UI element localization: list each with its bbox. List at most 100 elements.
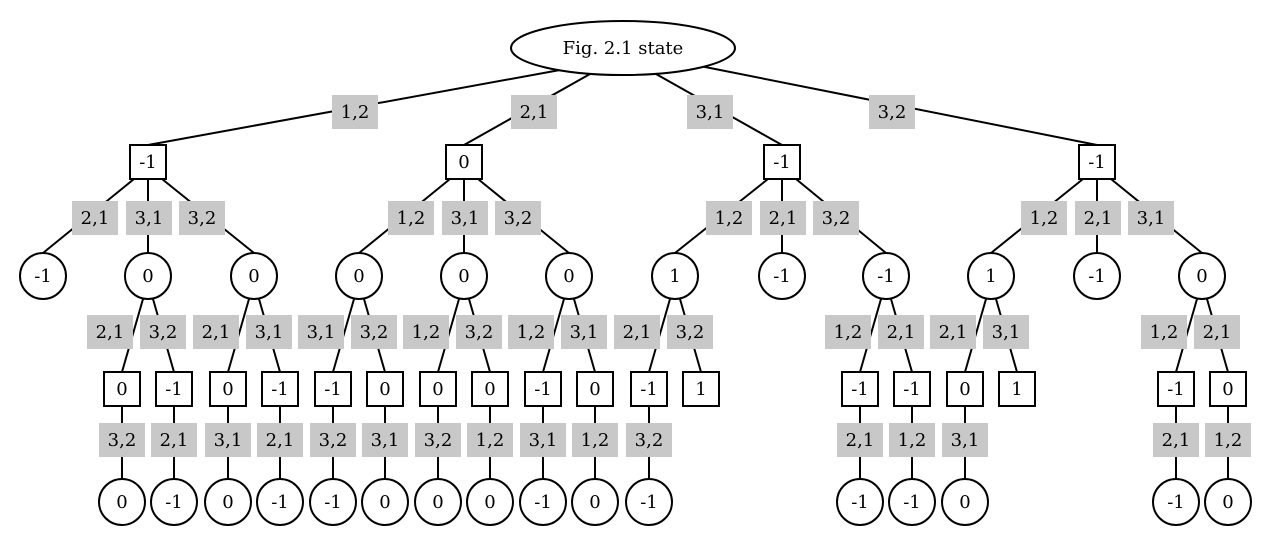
chance-node-circle: 0: [204, 478, 252, 526]
chance-node-circle: -1: [836, 478, 884, 526]
move-label: 2,1: [193, 315, 239, 349]
node-value: -1: [139, 152, 157, 173]
square-node-shape: [763, 144, 801, 180]
decision-node-square: -1: [763, 144, 801, 180]
chance-node-circle: 0: [335, 252, 383, 300]
move-label: 2,1: [1153, 423, 1199, 457]
move-label-bg: [706, 201, 752, 235]
square-node-shape: [314, 371, 352, 407]
node-value: -1: [165, 492, 183, 513]
move-label: 1,2: [467, 423, 513, 457]
chance-node-circle: 0: [941, 478, 989, 526]
move-label-text: 2,1: [939, 322, 968, 343]
move-label: 2,1: [837, 423, 883, 457]
move-label-text: 2,1: [160, 430, 189, 451]
move-label-text: 3,1: [696, 102, 725, 123]
move-label: 1,2: [572, 423, 618, 457]
move-label: 3,1: [1128, 201, 1174, 235]
move-label-text: 3,2: [108, 430, 137, 451]
move-label-bg: [930, 315, 976, 349]
move-label-text: 1,2: [834, 322, 863, 343]
move-label: 1,2: [1021, 201, 1067, 235]
node-value: -1: [640, 492, 658, 513]
move-label-bg: [1075, 201, 1121, 235]
move-label: 1,2: [332, 95, 378, 129]
move-label-bg: [257, 423, 303, 457]
circle-node-shape: [862, 252, 910, 300]
circle-node-shape: [571, 478, 619, 526]
node-value: 1: [1011, 379, 1022, 400]
root-label: Fig. 2.1 state: [563, 38, 684, 59]
chance-node-circle: -1: [862, 252, 910, 300]
move-label-bg: [388, 201, 434, 235]
move-label: 3,1: [246, 315, 292, 349]
decision-node-square: -1: [1078, 144, 1116, 180]
move-label-bg: [442, 201, 488, 235]
node-value: 0: [432, 492, 443, 513]
move-label-text: 3,1: [371, 430, 400, 451]
move-label: 2,1: [151, 423, 197, 457]
move-label-text: 2,1: [96, 322, 125, 343]
move-label-text: 3,1: [951, 430, 980, 451]
move-label: 3,1: [442, 201, 488, 235]
node-value: 0: [379, 492, 390, 513]
move-label: 3,1: [687, 95, 733, 129]
decision-node-square: 0: [946, 371, 984, 407]
move-label: 2,1: [72, 201, 118, 235]
move-label-bg: [193, 315, 239, 349]
move-label: 3,2: [310, 423, 356, 457]
node-value: 0: [589, 492, 600, 513]
move-label-bg: [140, 315, 186, 349]
chance-node-circle: -1: [309, 478, 357, 526]
move-label-bg: [667, 315, 713, 349]
square-node-shape: [1078, 144, 1116, 180]
node-value: -1: [877, 266, 895, 287]
move-label: 1,2: [706, 201, 752, 235]
move-label-bg: [205, 423, 251, 457]
move-label: 2,1: [1075, 201, 1121, 235]
node-value: 0: [1196, 266, 1207, 287]
move-label: 3,2: [140, 315, 186, 349]
move-label-text: 2,1: [887, 322, 916, 343]
move-label-text: 2,1: [202, 322, 231, 343]
move-label-text: 3,1: [570, 322, 599, 343]
move-label-bg: [561, 315, 607, 349]
chance-node-circle: -1: [150, 478, 198, 526]
move-label: 1,2: [388, 201, 434, 235]
move-label-bg: [362, 423, 408, 457]
node-value: 0: [959, 379, 970, 400]
move-label-text: 1,2: [397, 208, 426, 229]
decision-node-square: -1: [261, 371, 299, 407]
node-value: -1: [1167, 492, 1185, 513]
square-node-shape: [1209, 371, 1247, 407]
move-label-bg: [520, 423, 566, 457]
move-label: 3,2: [99, 423, 145, 457]
move-label: 3,2: [456, 315, 502, 349]
move-label: 3,1: [983, 315, 1029, 349]
circle-node-shape: [150, 478, 198, 526]
square-node-shape: [998, 371, 1036, 407]
square-node-shape: [893, 371, 931, 407]
move-label: 3,2: [351, 315, 397, 349]
chance-node-circle: 0: [230, 252, 278, 300]
node-value: 0: [142, 266, 153, 287]
move-label-text: 1,2: [1214, 430, 1243, 451]
node-value: -1: [34, 266, 52, 287]
square-node-shape: [1157, 371, 1195, 407]
circle-node-shape: [967, 252, 1015, 300]
move-label-text: 3,2: [319, 430, 348, 451]
node-value: -1: [851, 379, 869, 400]
move-label-bg: [179, 201, 225, 235]
move-label-bg: [813, 201, 859, 235]
move-label: 3,2: [869, 95, 915, 129]
circle-node-shape: [545, 252, 593, 300]
move-label-text: 1,2: [715, 208, 744, 229]
circle-node-shape: [941, 478, 989, 526]
circle-node-shape: [414, 478, 462, 526]
chance-node-circle: -1: [625, 478, 673, 526]
move-label-text: 3,1: [529, 430, 558, 451]
chance-node-circle: 0: [414, 478, 462, 526]
node-value: -1: [903, 379, 921, 400]
circle-node-shape: [309, 478, 357, 526]
tree-edges: [42, 65, 1229, 479]
